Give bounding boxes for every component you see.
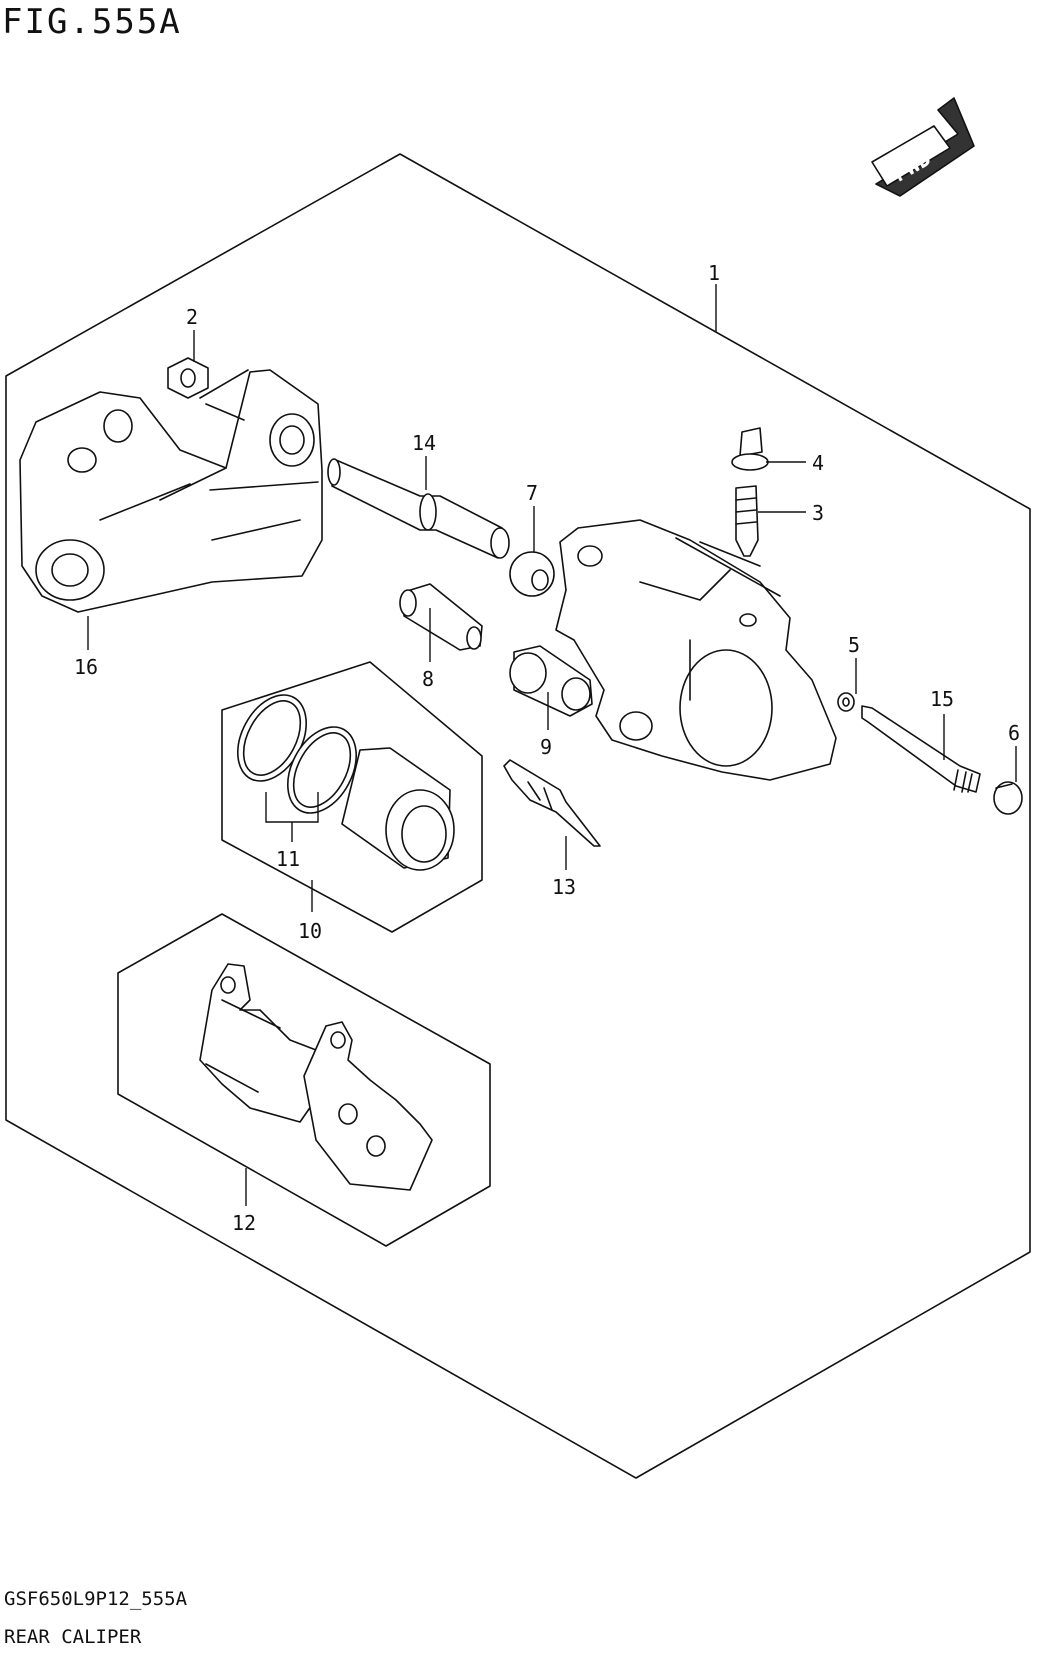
pin-plug [993,781,1023,815]
caliper-bracket [19,369,323,613]
bolt-nut [167,357,209,399]
callout-12: 12 [232,1211,256,1235]
callout-7: 7 [526,481,538,505]
callout-labels: 1 2 3 4 5 6 7 8 9 10 11 12 13 14 15 16 [74,261,1020,1235]
leader-lines [87,284,1017,1206]
pin-boot-small [509,645,593,717]
callout-3: 3 [812,501,824,525]
pin-boot [509,551,555,597]
assembly-frame [5,153,1031,1479]
piston-seals [237,694,357,814]
callout-2: 2 [186,305,198,329]
pin-bolt [399,583,483,651]
slide-pin [327,458,510,559]
callout-4: 4 [812,451,824,475]
callout-10: 10 [298,919,322,943]
figure-code: GSF650L9P12_555A [4,1588,188,1610]
bleeder-screw [735,485,759,557]
figure-name: REAR CALIPER [4,1626,142,1648]
callout-14: 14 [412,431,436,455]
pad-spring [503,759,601,847]
caliper-body [555,519,837,781]
brake-pads [199,963,433,1191]
callout-15: 15 [930,687,954,711]
callout-8: 8 [422,667,434,691]
callout-9: 9 [540,735,552,759]
callout-1: 1 [708,261,720,285]
pad-set-frame [117,913,491,1247]
callout-13: 13 [552,875,576,899]
callout-6: 6 [1008,721,1020,745]
pad-pin [861,705,981,793]
figure-title: FIG.555A [2,2,182,42]
callout-11: 11 [276,847,300,871]
forward-arrow-icon: FWD [871,97,975,197]
caliper-piston [341,747,455,871]
callout-5: 5 [848,633,860,657]
piston-kit-frame [221,661,483,933]
bleeder-cap [731,427,769,471]
callout-16: 16 [74,655,98,679]
